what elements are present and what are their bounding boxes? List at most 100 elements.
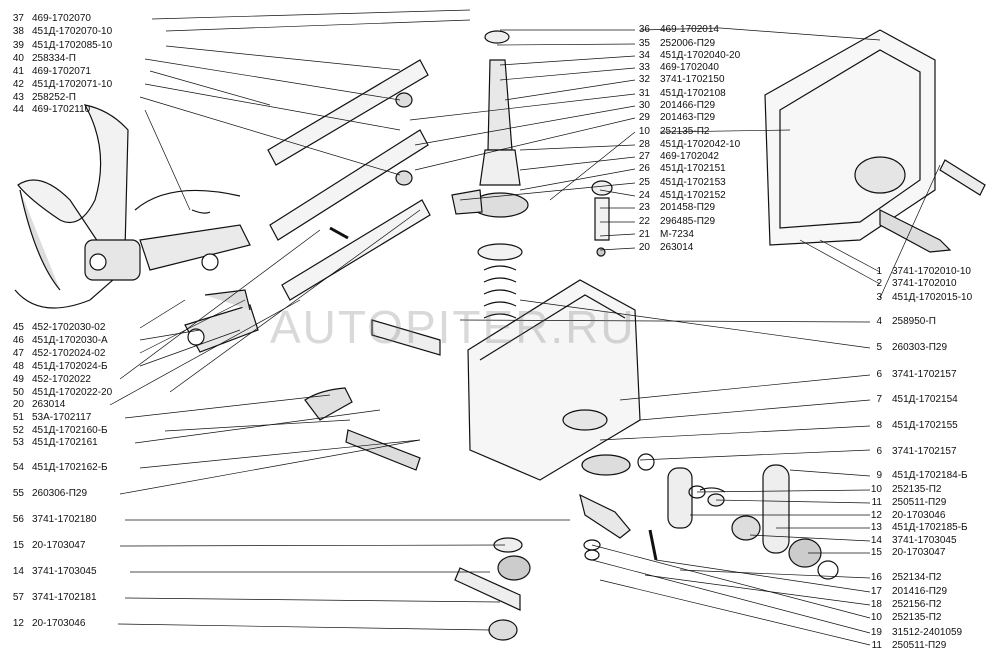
callout-number: 12	[12, 618, 24, 629]
callout-number: 17	[870, 586, 882, 597]
callout-number: 40	[12, 53, 24, 64]
part-number: 250511-П29	[892, 640, 947, 651]
callout-number: 38	[12, 26, 24, 37]
left-label-14: 20 263014	[4, 399, 66, 411]
callout-number: 52	[12, 425, 24, 436]
right-label-2: 3 451Д-1702015-10	[866, 292, 972, 304]
part-number: 469-1702042	[660, 151, 719, 162]
part-number: 469-1702110	[32, 104, 91, 115]
watermark: AUTOPITER.RU	[270, 301, 636, 353]
part-number: 260303-П29	[892, 342, 948, 353]
part-number: 3741-1702010-10	[892, 266, 971, 277]
shift-fork-drawing	[14, 104, 251, 309]
part-number: 469-1702014	[660, 24, 719, 35]
callout-number: 1	[876, 266, 882, 277]
callout-number: 6	[876, 446, 882, 457]
callout-number: 13	[870, 522, 882, 533]
part-number: 451Д-1702152	[660, 190, 726, 201]
part-number: 252135-П2	[892, 612, 942, 623]
callout-number: 9	[876, 470, 882, 481]
part-number: 451Д-1702154	[892, 394, 958, 405]
part-number: 451Д-1702015-10	[892, 292, 973, 303]
callout-number: 8	[876, 420, 882, 431]
part-number: 258252-П	[32, 92, 76, 103]
part-number: 451Д-1702160-Б	[32, 425, 108, 436]
link-arms-drawing	[583, 464, 839, 580]
part-number: 201458-П29	[660, 202, 716, 213]
callout-number: 15	[12, 540, 24, 551]
callout-number: 37	[12, 13, 24, 24]
callout-number: 27	[638, 151, 650, 162]
part-number: 296485-П29	[660, 216, 716, 227]
part-number: 201463-П29	[660, 112, 716, 123]
callout-number: 56	[12, 514, 24, 525]
callout-number: 36	[638, 24, 650, 35]
part-number: 250511-П29	[892, 497, 947, 508]
part-number: 452-1702022	[32, 374, 91, 385]
part-number: 451Д-1702024-Б	[32, 361, 108, 372]
callout-number: 47	[12, 348, 24, 359]
callout-number: 22	[638, 216, 650, 227]
callout-number: 45	[12, 322, 24, 333]
part-number: 451Д-1702085-10	[32, 40, 113, 51]
part-number: 451Д-1702162-Б	[32, 462, 108, 473]
part-number: 3741-1703045	[32, 566, 97, 577]
callout-number: 43	[12, 92, 24, 103]
part-number: 53А-1702117	[32, 412, 92, 423]
part-number: 451Д-1702022-20	[32, 387, 113, 398]
right-label-0: 1 3741-1702010-10	[866, 266, 971, 278]
callout-number: 3	[876, 292, 882, 303]
callout-number: 51	[12, 412, 24, 423]
callout-number: 5	[876, 342, 882, 353]
part-number: 252006-П29	[660, 38, 716, 49]
part-number: 263014	[32, 399, 66, 410]
callout-number: 20	[12, 399, 24, 410]
center-label-0: 36 469-1702014	[634, 24, 719, 36]
callout-number: 15	[870, 547, 882, 558]
part-number: 3741-1702010	[892, 278, 957, 289]
upper-housing-drawing	[764, 29, 986, 253]
part-number: 469-1702040	[660, 62, 719, 73]
callout-number: 25	[638, 177, 650, 188]
callout-number: 2	[876, 278, 882, 289]
callout-number: 50	[12, 387, 24, 398]
part-number: 3741-1702180	[32, 514, 97, 525]
part-number: 451Д-1702042-10	[660, 139, 741, 150]
right-label-1: 2 3741-1702010	[866, 278, 957, 290]
callout-number: 12	[870, 510, 882, 521]
callout-number: 7	[876, 394, 882, 405]
part-number: 451Д-1702071-10	[32, 79, 113, 90]
part-number: 451Д-1702153	[660, 177, 726, 188]
part-number: 3741-1702150	[660, 74, 725, 85]
callout-number: 53	[12, 437, 24, 448]
lever-shaft-drawing	[451, 30, 613, 319]
callout-number: 32	[638, 74, 650, 85]
part-number: 263014	[660, 242, 694, 253]
part-number: 252156-П2	[892, 599, 942, 610]
